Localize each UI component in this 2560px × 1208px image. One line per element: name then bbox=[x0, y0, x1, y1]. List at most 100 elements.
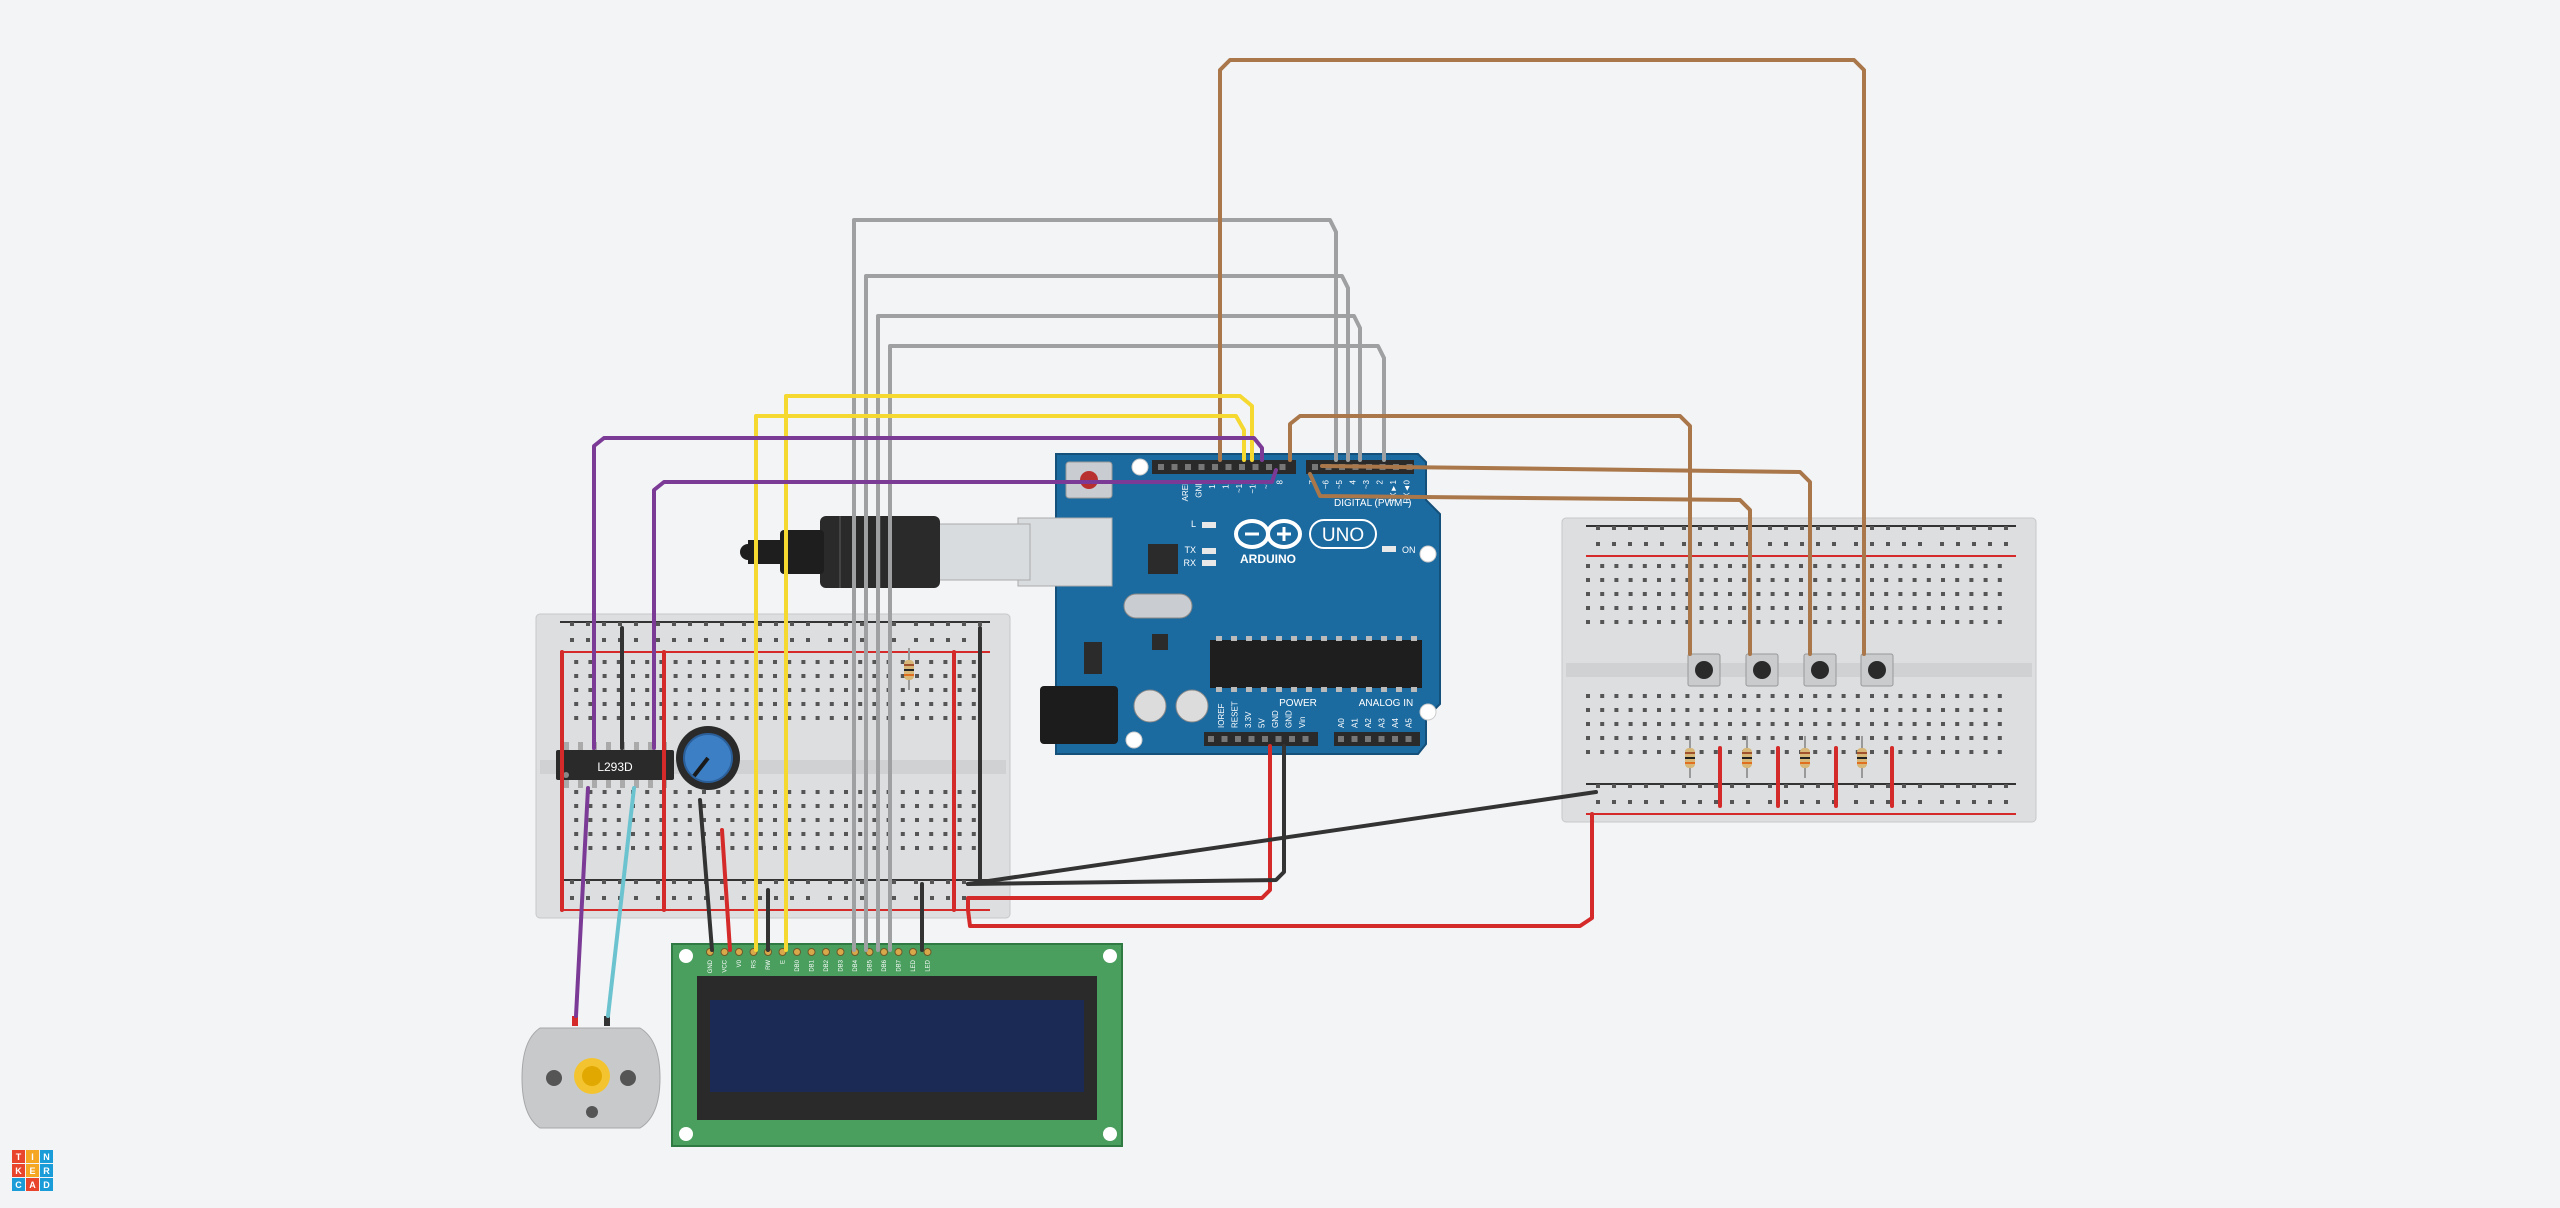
terminal-hole[interactable] bbox=[1997, 578, 2002, 582]
terminal-hole[interactable] bbox=[1657, 708, 1661, 712]
rail-hole[interactable] bbox=[570, 880, 574, 884]
rail-hole[interactable] bbox=[946, 880, 950, 884]
rail-hole[interactable] bbox=[1972, 526, 1976, 530]
terminal-hole[interactable] bbox=[744, 804, 749, 808]
terminal-hole[interactable] bbox=[1884, 694, 1889, 698]
terminal-hole[interactable] bbox=[1898, 736, 1903, 740]
rail-hole[interactable] bbox=[1596, 800, 1600, 804]
terminal-hole[interactable] bbox=[1586, 606, 1590, 610]
terminal-hole[interactable] bbox=[1926, 564, 1931, 568]
rail-hole[interactable] bbox=[1886, 542, 1890, 546]
terminal-hole[interactable] bbox=[900, 832, 905, 836]
terminal-hole[interactable] bbox=[1699, 694, 1704, 698]
terminal-hole[interactable] bbox=[829, 702, 834, 706]
rail-hole[interactable] bbox=[914, 880, 918, 884]
terminal-hole[interactable] bbox=[673, 702, 678, 706]
terminal-hole[interactable] bbox=[602, 832, 607, 836]
terminal-hole[interactable] bbox=[716, 688, 721, 692]
rail-hole[interactable] bbox=[1768, 800, 1772, 804]
terminal-hole[interactable] bbox=[730, 688, 735, 692]
terminal-hole[interactable] bbox=[1941, 620, 1945, 624]
rail-hole[interactable] bbox=[1644, 542, 1648, 546]
rail-hole[interactable] bbox=[1768, 784, 1772, 788]
terminal-hole[interactable] bbox=[829, 818, 834, 822]
terminal-hole[interactable] bbox=[673, 660, 678, 664]
rail-hole[interactable] bbox=[634, 896, 638, 900]
terminal-hole[interactable] bbox=[943, 688, 948, 692]
terminal-hole[interactable] bbox=[858, 674, 863, 678]
terminal-hole[interactable] bbox=[915, 688, 919, 692]
terminal-hole[interactable] bbox=[1870, 694, 1874, 698]
rail-hole[interactable] bbox=[1768, 542, 1772, 546]
terminal-hole[interactable] bbox=[971, 846, 976, 850]
digital-pin[interactable] bbox=[1158, 464, 1164, 470]
terminal-hole[interactable] bbox=[1926, 750, 1931, 754]
terminal-hole[interactable] bbox=[1898, 578, 1903, 582]
rail-hole[interactable] bbox=[1730, 784, 1734, 788]
rail-hole[interactable] bbox=[774, 622, 778, 626]
rail-hole[interactable] bbox=[914, 896, 918, 900]
rail-hole[interactable] bbox=[586, 896, 590, 900]
terminal-hole[interactable] bbox=[1898, 620, 1903, 624]
terminal-hole[interactable] bbox=[758, 716, 763, 720]
terminal-hole[interactable] bbox=[971, 790, 976, 794]
terminal-hole[interactable] bbox=[1728, 736, 1732, 740]
terminal-hole[interactable] bbox=[1969, 592, 1974, 596]
terminal-hole[interactable] bbox=[815, 674, 820, 678]
terminal-hole[interactable] bbox=[730, 846, 735, 850]
digital-pin[interactable] bbox=[1266, 464, 1272, 470]
rail-hole[interactable] bbox=[806, 896, 810, 900]
rail-hole[interactable] bbox=[1816, 800, 1820, 804]
terminal-hole[interactable] bbox=[1600, 736, 1605, 740]
terminal-hole[interactable] bbox=[1628, 708, 1633, 712]
rail-hole[interactable] bbox=[1886, 784, 1890, 788]
terminal-hole[interactable] bbox=[1870, 564, 1874, 568]
terminal-hole[interactable] bbox=[1713, 606, 1718, 610]
terminal-hole[interactable] bbox=[659, 702, 664, 706]
terminal-hole[interactable] bbox=[1898, 722, 1903, 726]
terminal-hole[interactable] bbox=[730, 818, 735, 822]
terminal-hole[interactable] bbox=[1983, 592, 1988, 596]
rail-hole[interactable] bbox=[790, 622, 794, 626]
digital-pin[interactable] bbox=[1279, 464, 1286, 470]
terminal-hole[interactable] bbox=[801, 832, 806, 836]
terminal-hole[interactable] bbox=[1713, 708, 1718, 712]
terminal-hole[interactable] bbox=[1997, 750, 2002, 754]
terminal-hole[interactable] bbox=[815, 832, 820, 836]
rail-hole[interactable] bbox=[634, 622, 638, 626]
terminal-hole[interactable] bbox=[744, 660, 749, 664]
terminal-hole[interactable] bbox=[1912, 592, 1917, 596]
terminal-hole[interactable] bbox=[631, 660, 635, 664]
terminal-hole[interactable] bbox=[687, 702, 692, 706]
terminal-hole[interactable] bbox=[915, 660, 919, 664]
analog-pin[interactable] bbox=[1338, 736, 1344, 742]
terminal-hole[interactable] bbox=[1955, 750, 1960, 754]
terminal-hole[interactable] bbox=[1983, 750, 1988, 754]
terminal-hole[interactable] bbox=[844, 674, 848, 678]
terminal-hole[interactable] bbox=[801, 804, 806, 808]
terminal-hole[interactable] bbox=[1600, 620, 1605, 624]
rail-hole[interactable] bbox=[1972, 800, 1976, 804]
terminal-hole[interactable] bbox=[787, 790, 792, 794]
terminal-hole[interactable] bbox=[645, 804, 650, 808]
terminal-hole[interactable] bbox=[1642, 578, 1647, 582]
terminal-hole[interactable] bbox=[631, 688, 635, 692]
rail-hole[interactable] bbox=[704, 622, 708, 626]
terminal-hole[interactable] bbox=[1685, 606, 1690, 610]
terminal-hole[interactable] bbox=[1841, 694, 1846, 698]
rail-hole[interactable] bbox=[1660, 784, 1664, 788]
rail-hole[interactable] bbox=[1972, 542, 1976, 546]
terminal-hole[interactable] bbox=[801, 846, 806, 850]
terminal-hole[interactable] bbox=[1827, 750, 1832, 754]
terminal-hole[interactable] bbox=[588, 832, 593, 836]
terminal-hole[interactable] bbox=[773, 804, 777, 808]
terminal-hole[interactable] bbox=[815, 804, 820, 808]
terminal-hole[interactable] bbox=[1898, 592, 1903, 596]
terminal-hole[interactable] bbox=[971, 688, 976, 692]
terminal-hole[interactable] bbox=[858, 818, 863, 822]
terminal-hole[interactable] bbox=[673, 846, 678, 850]
terminal-hole[interactable] bbox=[900, 702, 905, 706]
terminal-hole[interactable] bbox=[574, 702, 579, 706]
terminal-hole[interactable] bbox=[1657, 722, 1661, 726]
terminal-hole[interactable] bbox=[1870, 708, 1874, 712]
